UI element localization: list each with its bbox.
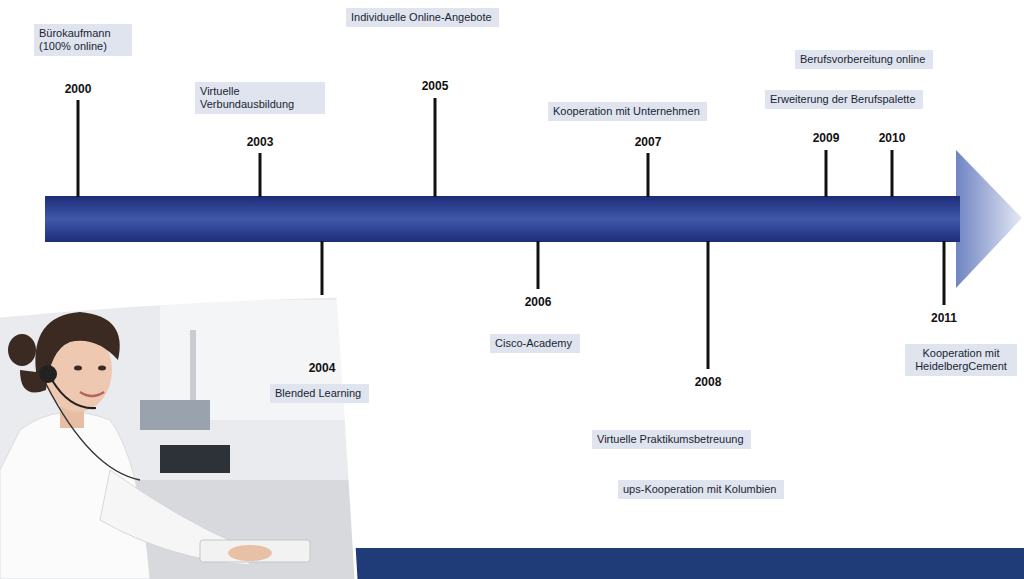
milestone-box: Bürokaufmann (100% online) (34, 24, 132, 56)
milestone-box: Cisco-Academy (490, 334, 580, 353)
footer-band (340, 548, 1024, 579)
milestone-box: Berufsvorbereitung online (795, 50, 933, 69)
milestone-text: Kooperation mit Unternehmen (553, 105, 702, 118)
milestone-text: Erweiterung der Berufspalette (770, 93, 918, 106)
year-label: 2006 (525, 295, 552, 309)
milestone-text: Bürokaufmann (100% online) (39, 27, 127, 53)
milestone-text: Virtuelle Verbundausbildung (200, 85, 320, 111)
milestone-text: ups-Kooperation mit Kolumbien (623, 483, 779, 496)
year-label: 2007 (635, 135, 662, 149)
arrow-head (956, 150, 1022, 288)
year-label: 2004 (309, 361, 336, 375)
milestone-box: ups-Kooperation mit Kolumbien (618, 480, 784, 499)
milestone-box: Virtuelle Verbundausbildung (195, 82, 325, 114)
milestone-text: Cisco-Academy (495, 337, 575, 350)
year-label: 2005 (422, 79, 449, 93)
milestone-box: Kooperation mit HeidelbergCement (905, 344, 1017, 376)
milestone-text: Blended Learning (275, 387, 364, 400)
milestone-box: Virtuelle Praktikumsbetreuung (592, 430, 751, 449)
photo-border (0, 296, 356, 579)
arrow-shaft (45, 196, 960, 242)
milestone-text: Berufsvorbereitung online (800, 53, 928, 66)
milestone-box: Erweiterung der Berufspalette (765, 90, 923, 109)
year-label: 2009 (813, 131, 840, 145)
milestone-text: Virtuelle Praktikumsbetreuung (597, 433, 746, 446)
year-label: 2003 (247, 135, 274, 149)
milestone-box: Kooperation mit Unternehmen (548, 102, 707, 121)
year-label: 2000 (65, 82, 92, 96)
milestone-box: Individuelle Online-Angebote (346, 8, 499, 27)
photo-operator (0, 290, 360, 579)
milestone-text: Kooperation mit HeidelbergCement (910, 347, 1012, 373)
milestone-text: Individuelle Online-Angebote (351, 11, 494, 24)
milestone-box: Blended Learning (270, 384, 369, 403)
year-label: 2008 (695, 375, 722, 389)
year-label: 2011 (931, 311, 957, 325)
year-label: 2010 (879, 131, 906, 145)
